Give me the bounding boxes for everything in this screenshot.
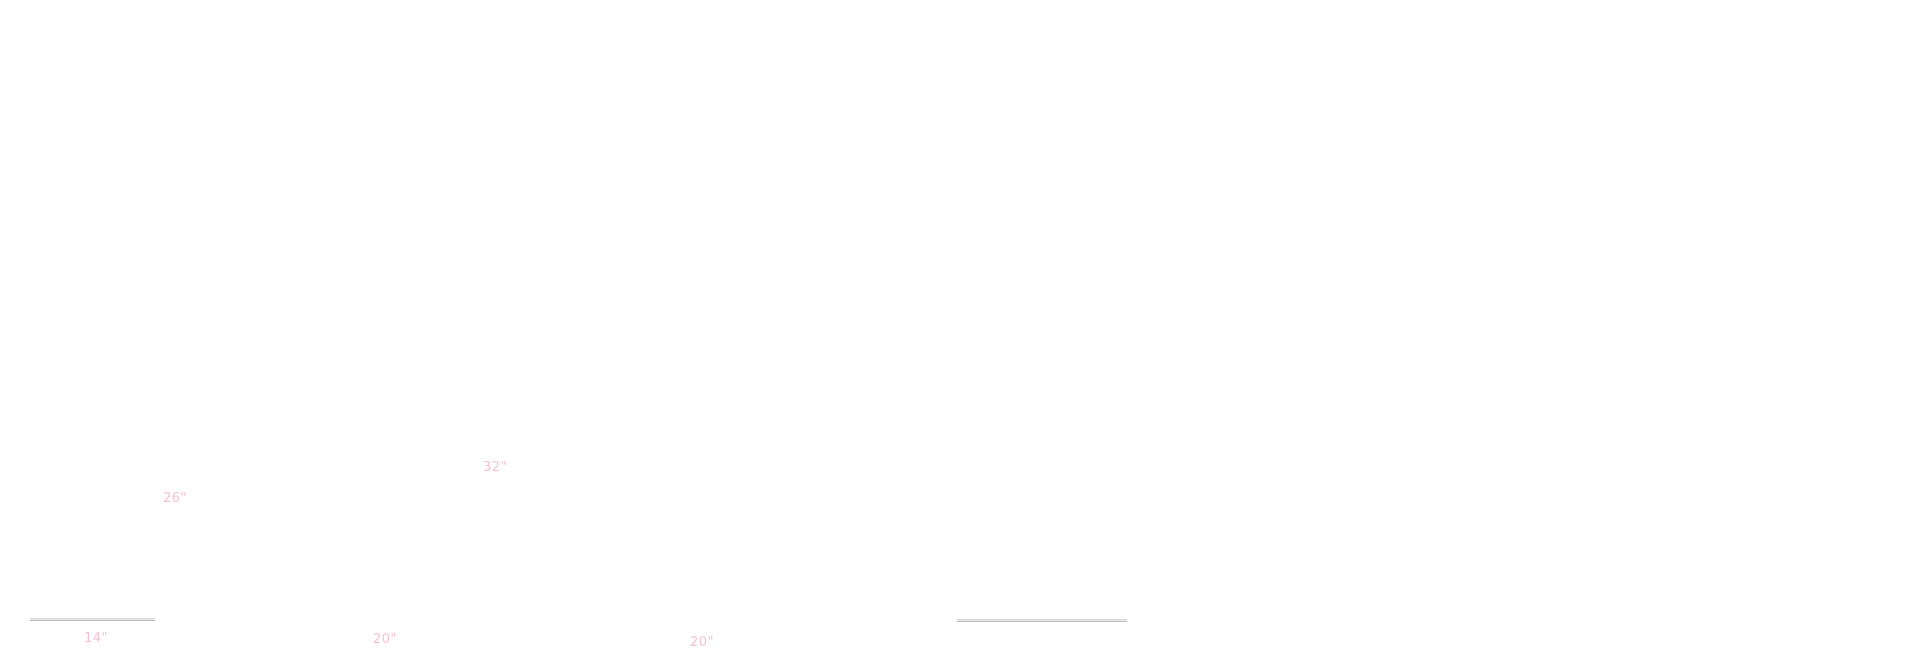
size-label-20-left: 20" — [373, 632, 398, 647]
divider-line-right — [957, 619, 1127, 622]
divider-line-left — [30, 618, 155, 621]
size-label-32: 32" — [483, 460, 508, 475]
size-label-20-right: 20" — [690, 635, 715, 650]
size-label-14: 14" — [84, 631, 109, 646]
size-label-26: 26" — [163, 491, 188, 506]
